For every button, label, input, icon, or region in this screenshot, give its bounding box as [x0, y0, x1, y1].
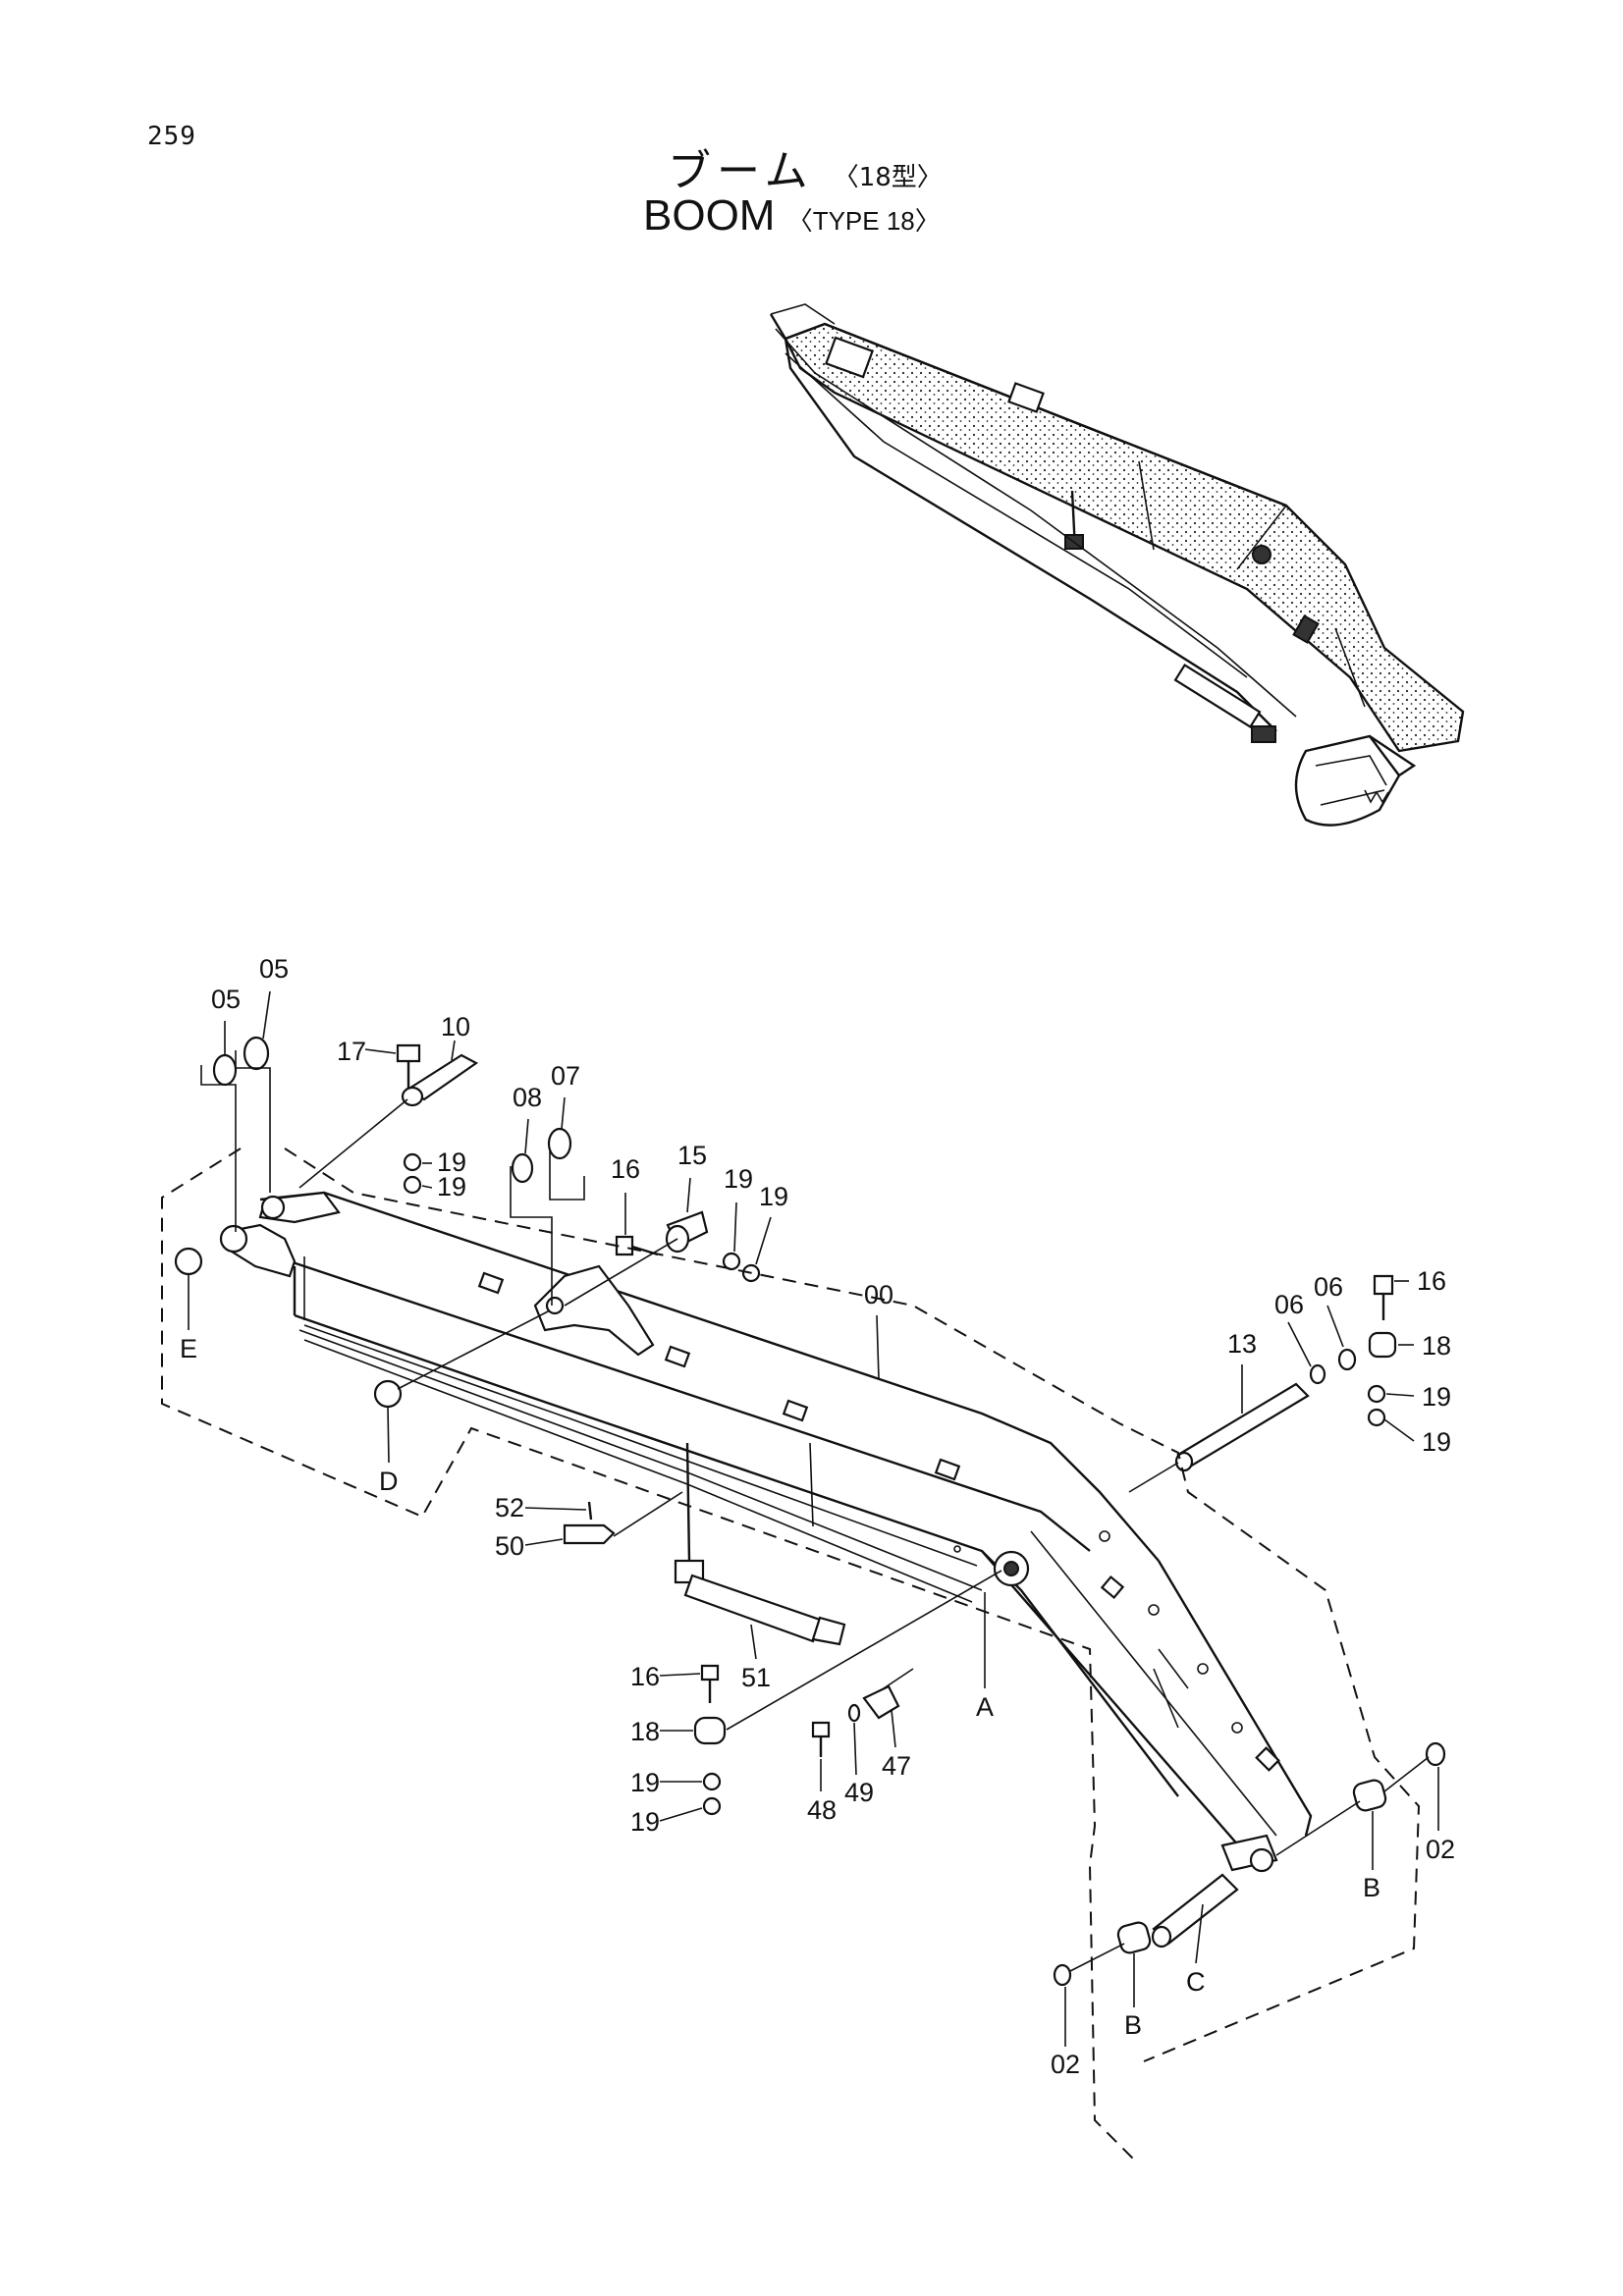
callout-16-lower: 16: [630, 1662, 660, 1691]
callout-labels: 05 05 17 10 08 07 19 19 16 15 19 19 00 1…: [180, 954, 1455, 2079]
bolt-16-lower: [700, 1664, 720, 1682]
nut-02-left: [1053, 1963, 1072, 1987]
bolt-17: [396, 1043, 421, 1063]
bushing-18-lower: [693, 1716, 727, 1745]
cap-E: [174, 1247, 203, 1276]
callout-19-e: 19: [1422, 1382, 1451, 1412]
title-japanese-main: ブーム: [668, 146, 814, 196]
washer-05-right: [243, 1036, 270, 1071]
callout-E: E: [180, 1334, 197, 1363]
callout-48: 48: [807, 1795, 837, 1825]
exploded-parts: [174, 1036, 1446, 1987]
callout-47: 47: [882, 1751, 911, 1781]
callout-D: D: [379, 1467, 399, 1496]
callout-51: 51: [741, 1663, 771, 1692]
bolt-16-right: [1373, 1274, 1394, 1296]
pin-13: [1176, 1382, 1310, 1468]
callout-19-a: 19: [437, 1148, 466, 1177]
washer-49: [847, 1703, 861, 1723]
callout-18-right: 18: [1422, 1331, 1451, 1361]
washer-07: [547, 1127, 572, 1160]
title-english-main: BOOM: [643, 191, 776, 240]
pin-50: [563, 1523, 616, 1545]
bolt-16-top: [615, 1235, 634, 1256]
clamp-47: [862, 1684, 900, 1720]
washer-06-a: [1309, 1363, 1326, 1385]
leader-lines: [188, 990, 1439, 2047]
pin-52: [587, 1501, 593, 1521]
callout-B-right: B: [1363, 1873, 1380, 1902]
boom-overview-illustration: [769, 303, 1465, 827]
callout-49: 49: [844, 1778, 874, 1807]
callout-16-right: 16: [1417, 1266, 1446, 1296]
callout-02-left: 02: [1051, 2050, 1080, 2079]
nut-02-right: [1425, 1741, 1446, 1767]
title-english-type: 〈TYPE 18〉: [786, 206, 941, 236]
callout-18-lower: 18: [630, 1717, 660, 1746]
callout-16-top: 16: [611, 1154, 640, 1184]
callout-50: 50: [495, 1531, 524, 1561]
callout-15: 15: [677, 1141, 707, 1170]
callout-17: 17: [337, 1037, 366, 1066]
callout-19-b: 19: [437, 1172, 466, 1201]
callout-19-c: 19: [724, 1164, 753, 1194]
callout-B-left: B: [1124, 2010, 1142, 2040]
callout-02-right: 02: [1426, 1835, 1455, 1864]
title-japanese: ブーム 〈18型〉: [668, 135, 943, 198]
callout-19-d: 19: [759, 1182, 788, 1211]
callout-06-b: 06: [1314, 1272, 1343, 1302]
washer-06-b: [1337, 1348, 1357, 1371]
callout-52: 52: [495, 1493, 524, 1522]
bushing-B-left: [1116, 1921, 1152, 1954]
callout-C: C: [1186, 1967, 1206, 1997]
callout-07: 07: [551, 1061, 580, 1091]
page-number: 259: [147, 122, 196, 151]
callout-08: 08: [513, 1083, 542, 1112]
callout-19-f: 19: [1422, 1427, 1451, 1457]
assembly-boundary: [161, 1148, 1421, 2161]
title-japanese-type: 〈18型〉: [833, 163, 943, 192]
title-english: BOOM 〈TYPE 18〉: [643, 191, 941, 240]
boom-body: [219, 1191, 1313, 1873]
washer-08: [511, 1152, 534, 1184]
cap-D: [373, 1379, 403, 1409]
callout-06-a: 06: [1274, 1290, 1304, 1319]
callout-10: 10: [441, 1012, 470, 1041]
callout-05-right: 05: [259, 954, 289, 984]
bolt-48: [811, 1721, 831, 1738]
callout-05-left: 05: [211, 985, 241, 1014]
callout-19-g: 19: [630, 1768, 660, 1797]
callout-A: A: [976, 1692, 994, 1722]
cylinder-51: [683, 1574, 822, 1643]
callout-19-h: 19: [630, 1807, 660, 1837]
bushing-18-right: [1368, 1331, 1397, 1359]
callout-13: 13: [1227, 1329, 1257, 1359]
callout-00: 00: [864, 1280, 893, 1309]
bushing-B-right: [1352, 1779, 1387, 1812]
washer-05-left: [212, 1053, 238, 1087]
